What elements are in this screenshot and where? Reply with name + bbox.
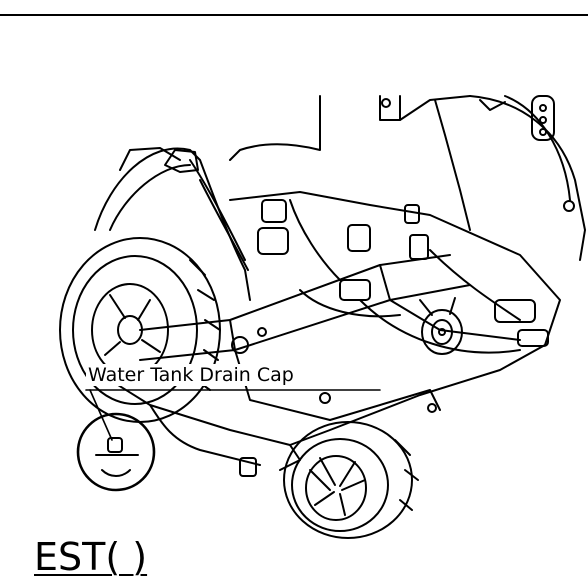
rear-panel	[229, 95, 586, 261]
bottom-wheel	[283, 421, 419, 539]
callout-leader	[85, 389, 381, 441]
front-hood	[94, 147, 251, 301]
chassis-deck	[109, 191, 561, 471]
caster-wheel	[419, 297, 463, 355]
section-code: EST( )	[34, 535, 148, 579]
header-rule	[0, 14, 588, 16]
drain-cap-label: Water Tank Drain Cap	[86, 364, 296, 386]
drain-cap-highlight	[76, 412, 156, 492]
fittings	[231, 199, 549, 477]
